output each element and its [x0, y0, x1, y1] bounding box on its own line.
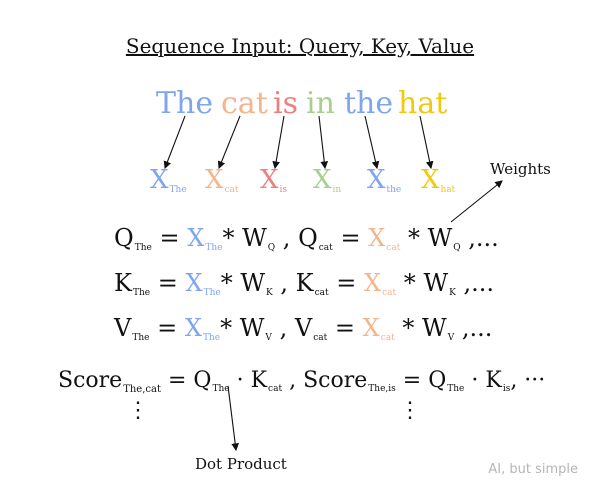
x-vector-is: Xis — [260, 165, 288, 195]
vdots-left: ⋮ — [127, 398, 149, 423]
watermark: AI, but simple — [488, 462, 578, 477]
query-equation: QThe = XThe* WQ , Qcat = Xcat * WQ ,... — [114, 224, 499, 253]
x-vector-the-2: Xthe — [367, 165, 402, 195]
x-vector-hat: Xhat — [421, 165, 456, 195]
word-hat: hat — [398, 86, 448, 121]
arrow-hat — [419, 115, 434, 170]
word-cat: cat — [221, 86, 268, 121]
word-the: The — [156, 86, 214, 121]
value-equation: VThe = XThe* WV , Vcat = Xcat * WV ,... — [114, 314, 493, 343]
key-equation: KThe = XThe* WK , Kcat = Xcat * WK ,... — [114, 269, 494, 298]
arrow-the — [163, 115, 186, 170]
x-vector-in: Xin — [313, 165, 342, 195]
score-equation: ScoreThe,cat = QThe · Kcat , ScoreThe,is… — [58, 368, 546, 395]
arrow-the-2 — [364, 115, 380, 170]
weights-label: Weights — [490, 160, 551, 178]
word-is: is — [273, 86, 298, 121]
x-vector-cat: Xcat — [205, 165, 239, 195]
dot-product-label: Dot Product — [195, 455, 287, 473]
diagram-title: Sequence Input: Query, Key, Value — [125, 34, 475, 58]
arrow-in — [318, 115, 329, 170]
x-vector-the: XThe — [150, 165, 187, 195]
arrow-is — [272, 115, 285, 170]
vdots-right: ⋮ — [399, 398, 421, 423]
arrow-cat — [217, 115, 241, 170]
arrow-weights — [450, 180, 503, 223]
arrow-dot-product — [227, 385, 240, 452]
word-in: in — [306, 86, 335, 121]
word-the-2: the — [344, 86, 394, 121]
